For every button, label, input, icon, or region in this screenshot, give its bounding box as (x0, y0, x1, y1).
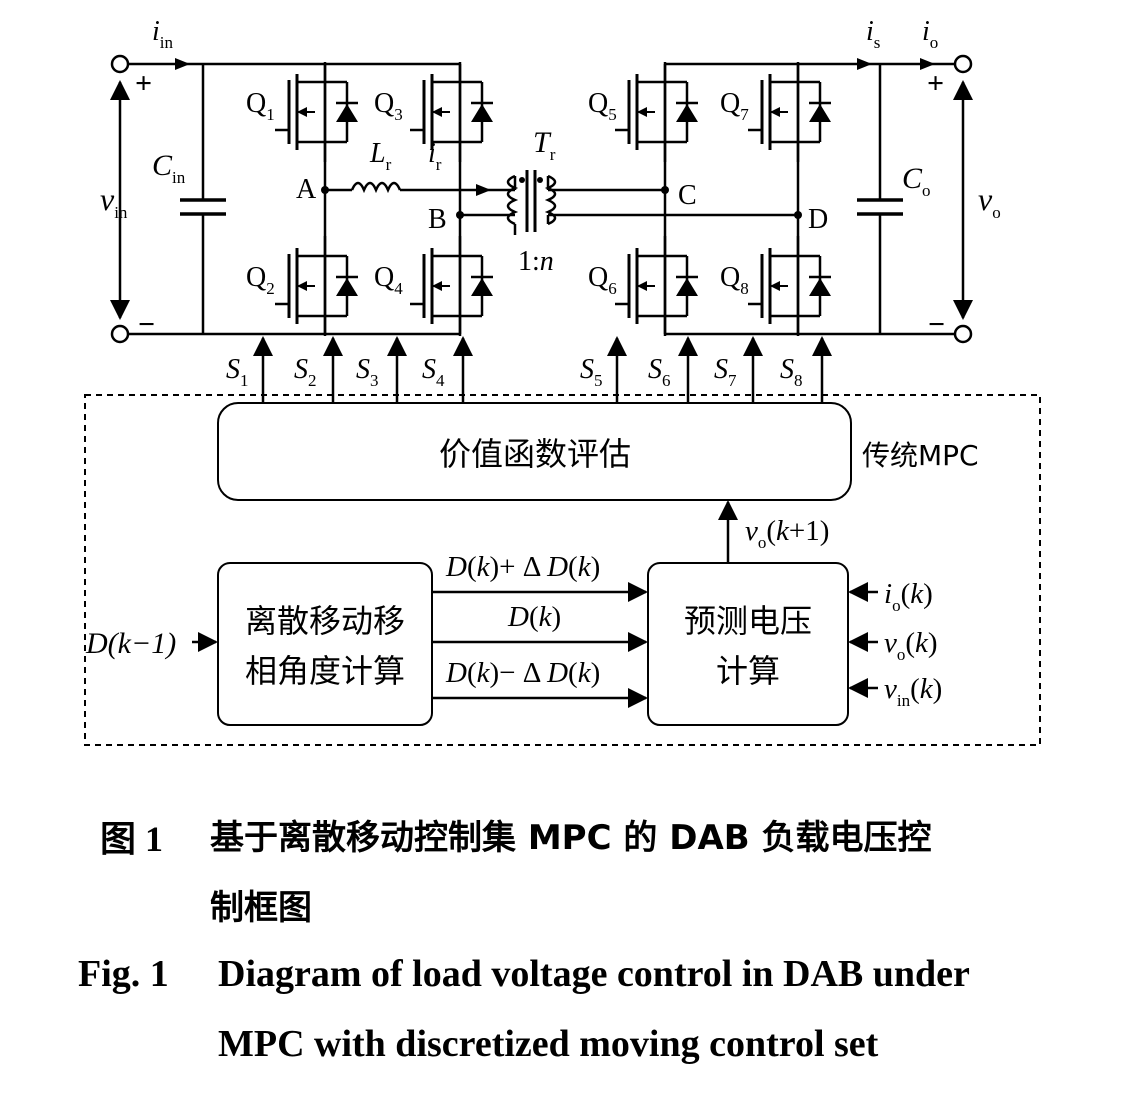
label-minus-out: − (928, 308, 945, 341)
label-co: Co (902, 162, 931, 200)
input-terminal-neg (110, 324, 130, 344)
caption-en-line1: Diagram of load voltage control in DAB u… (218, 953, 970, 995)
dmps-block (217, 562, 433, 726)
input-terminal-pos (110, 54, 130, 74)
mpc-dashed-frame (84, 394, 1041, 746)
signal-label-s2: S2 (294, 354, 317, 390)
predict-label-line1: 预测电压 (684, 602, 812, 640)
io-arrow-icon (920, 58, 935, 70)
label-in-io: io(k) (884, 578, 933, 615)
label-dk-plus: D(k)+ Δ D(k) (445, 551, 600, 583)
dmps-label-line2: 相角度计算 (245, 652, 405, 690)
caption-en-label: Fig. 1 (78, 953, 169, 995)
label-vin: vin (100, 181, 128, 222)
node-d-label: D (808, 204, 828, 235)
label-plus-in: + (135, 67, 152, 100)
dmps-label-line1: 离散移动移 (245, 602, 405, 640)
mosfet-q4-icon (408, 234, 495, 338)
predict-block (647, 562, 849, 726)
label-iin: iin (152, 16, 174, 52)
signal-label-s7: S7 (714, 354, 737, 390)
switch-label-q2: Q2 (246, 262, 275, 298)
switch-label-q3: Q3 (374, 88, 403, 124)
mosfet-q6-icon (613, 234, 700, 338)
switch-label-q5: Q5 (588, 88, 617, 124)
signal-label-s6: S6 (648, 354, 671, 390)
signal-label-s5: S5 (580, 354, 603, 390)
signal-label-s1: S1 (226, 354, 249, 390)
node-c-label: C (678, 180, 697, 211)
cost-function-label: 价值函数评估 (439, 435, 631, 473)
iin-arrow-icon (175, 58, 190, 70)
signal-label-s8: S8 (780, 354, 803, 390)
label-plus-out: + (927, 67, 944, 100)
label-ratio: 1:n (518, 246, 554, 277)
mosfet-q2-icon (273, 234, 360, 338)
switch-label-q6: Q6 (588, 262, 617, 298)
output-terminal-neg (953, 324, 973, 344)
mpc-label: 传统MPC (862, 439, 979, 472)
label-vo-next: vo(k+1) (745, 515, 829, 552)
label-cin: Cin (152, 149, 186, 187)
switch-label-q1: Q1 (246, 88, 275, 124)
switch-label-q8: Q8 (720, 262, 749, 298)
node-dots (321, 177, 802, 219)
signal-label-s4: S4 (422, 354, 445, 390)
terminals (110, 54, 973, 344)
mosfet-q1-icon (273, 60, 360, 164)
label-lr: Lr (369, 138, 392, 174)
predict-label-line2: 计算 (716, 652, 780, 690)
caption-cn-line2: 制框图 (210, 888, 312, 928)
label-vo: vo (978, 181, 1001, 222)
mosfet-q3-icon (408, 60, 495, 164)
node-b-label: B (428, 204, 447, 235)
label-minus-in: − (138, 308, 155, 341)
label-dk-prev: D(k−1) (85, 627, 176, 660)
switch-label-q4: Q4 (374, 262, 403, 298)
caption-cn-line1: 基于离散移动控制集 MPC 的 DAB 负载电压控 (210, 818, 932, 858)
ir-arrow-icon (476, 184, 491, 196)
cost-function-block (217, 402, 852, 501)
signal-label-s3: S3 (356, 354, 379, 390)
caption-cn-label: 图 1 (100, 819, 164, 859)
label-dk: D(k) (507, 601, 561, 633)
label-in-vo: vo(k) (884, 627, 938, 664)
is-arrow-icon (857, 58, 872, 70)
output-terminal-pos (953, 54, 973, 74)
label-dk-minus: D(k)− Δ D(k) (445, 657, 600, 689)
label-io: io (922, 16, 938, 52)
power-circuit (128, 62, 955, 336)
mosfet-q8-icon (746, 234, 833, 338)
label-tr: Tr (533, 126, 556, 164)
label-ir: ir (428, 138, 442, 174)
node-a-label: A (296, 174, 317, 205)
label-in-vin: vin(k) (884, 673, 942, 710)
label-is: is (866, 16, 880, 52)
mosfet-q7-icon (746, 60, 833, 164)
caption-en-line2: MPC with discretized moving control set (218, 1023, 879, 1065)
switch-label-q7: Q7 (720, 88, 749, 124)
mosfet-q5-icon (613, 60, 700, 164)
